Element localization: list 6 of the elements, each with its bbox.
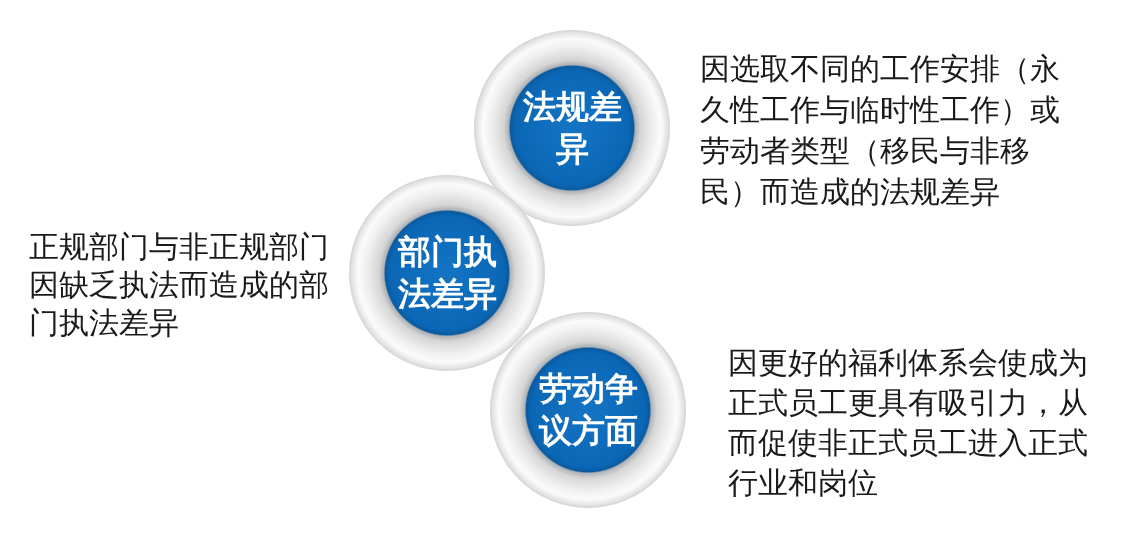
badge-label: 劳动争议方面 (537, 368, 639, 452)
description-text: 正规部门与非正规部门因缺乏执法而造成的部门执法差异 (29, 228, 330, 342)
description-text: 因选取不同的工作安排（永久性工作与临时性工作）或劳动者类型（移民与非移民）而造成的法规差异 (700, 50, 1061, 211)
description-text: 因更好的福利体系会使成为正式员工更具有吸引力，从而促使非正式员工进入正式行业和岗位 (728, 344, 1089, 502)
badge-label: 法规差异 (521, 86, 623, 170)
badge-label: 部门执法差异 (396, 231, 498, 315)
